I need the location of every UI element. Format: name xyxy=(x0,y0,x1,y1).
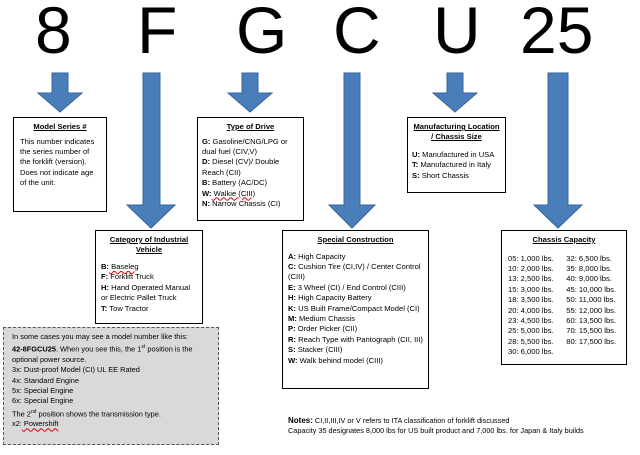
code-letter-series: 8 xyxy=(35,0,72,67)
arrow-location xyxy=(431,72,479,113)
special-cases-line: 3x: Dust-proof Model (CI) UL EE Rated xyxy=(12,365,140,375)
manufacturing-location-title: Manufacturing Location / Chassis Size xyxy=(413,122,500,141)
location-item: S: Short Chassis xyxy=(412,170,469,180)
special-cases-transmission: The 2nd position shows the transmission … xyxy=(12,408,161,419)
category-item: F: Forklift Truck xyxy=(101,272,154,282)
construction-item: A: High Capacity xyxy=(288,251,346,261)
notes: Notes: CI,II,III,IV or V refers to ITA c… xyxy=(288,416,638,436)
construction-item: K: US Built Frame/Compact Model (CI) xyxy=(288,303,420,313)
capacity-item: 70: 15,500 lbs. xyxy=(566,326,617,336)
notes-line-1: Notes: CI,II,III,IV or V refers to ITA c… xyxy=(288,416,510,425)
capacity-item: 10: 2,000 lbs. xyxy=(508,263,554,273)
construction-item: W: Walk behind model (CIII) xyxy=(288,355,383,365)
construction-item: M: Medium Chassis xyxy=(288,313,356,323)
special-cases-line: 5x: Special Engine xyxy=(12,385,74,395)
capacity-item: 25: 5,000 lbs. xyxy=(508,326,554,336)
category-box: Category of Industrial Vehicle B: Basele… xyxy=(95,230,203,324)
special-construction-title: Special Construction xyxy=(317,235,394,244)
special-cases-intro: In some cases you may see a model number… xyxy=(12,332,188,341)
capacity-item: 20: 4,000 lbs. xyxy=(508,305,554,315)
capacity-item: 15: 3,000 lbs. xyxy=(508,284,554,294)
type-of-drive-title: Type of Drive xyxy=(226,122,275,131)
capacity-column-left: 05: 1,000 lbs. 10: 2,000 lbs. 13: 2,500 … xyxy=(508,254,562,358)
location-item: T: Manufactured in Italy xyxy=(412,160,491,170)
code-letter-location: U xyxy=(433,0,481,67)
model-series-box: Model Series # This number indicates the… xyxy=(13,117,107,212)
capacity-item: 23: 4,500 lbs. xyxy=(508,315,554,325)
capacity-item: 30: 6,000 lbs. xyxy=(508,347,554,357)
code-letter-category: F xyxy=(137,0,178,67)
construction-item: S: Stacker (CIII) xyxy=(288,345,343,355)
model-series-text: This number indicates the series number … xyxy=(20,136,95,188)
capacity-item: 32: 6,500 lbs. xyxy=(566,253,612,263)
category-item: B: Baseleg xyxy=(101,262,139,271)
code-letter-drive: G xyxy=(236,0,288,67)
construction-item: H: High Capacity Battery xyxy=(288,293,372,303)
code-letter-construction: C xyxy=(333,0,381,67)
capacity-item: 28: 5,500 lbs. xyxy=(508,336,554,346)
capacity-item: 50: 11,000 lbs. xyxy=(566,295,616,305)
location-item: U: Manufactured in USA xyxy=(412,150,495,159)
drive-item: W: Walkie (CIII) xyxy=(202,188,256,198)
category-item: H: Hand Operated Manual or Electric Pall… xyxy=(101,282,191,303)
arrow-capacity xyxy=(532,72,584,229)
category-title: Category of Industrial Vehicle xyxy=(109,235,189,254)
code-letter-capacity: 25 xyxy=(520,0,594,67)
special-cases-line: 4x: Standard Engine xyxy=(12,375,79,385)
capacity-item: 13: 2,500 lbs. xyxy=(508,274,554,284)
capacity-item: 45: 10,000 lbs. xyxy=(566,284,617,294)
notes-line-2: Capacity 35 designates 8,000 lbs for US … xyxy=(288,426,584,435)
capacity-item: 40: 9,000 lbs. xyxy=(566,274,612,284)
chassis-capacity-box: Chassis Capacity 05: 1,000 lbs. 10: 2,00… xyxy=(501,230,627,365)
arrow-construction xyxy=(327,72,377,229)
capacity-item: 55: 12,000 lbs. xyxy=(566,305,617,315)
special-cases-box: In some cases you may see a model number… xyxy=(3,327,219,445)
manufacturing-location-box: Manufacturing Location / Chassis Size U:… xyxy=(407,117,506,193)
capacity-column-right: 32: 6,500 lbs. 35: 8,000 lbs. 40: 9,000 … xyxy=(566,254,620,358)
model-series-title: Model Series # xyxy=(33,122,87,131)
capacity-item: 35: 8,000 lbs. xyxy=(566,263,612,273)
category-item: T: Tow Tractor xyxy=(101,303,149,313)
construction-item: P: Order Picker (CII) xyxy=(288,324,358,334)
arrow-drive xyxy=(226,72,274,113)
capacity-item: 05: 1,000 lbs. xyxy=(508,253,554,263)
capacity-item: 80: 17,500 lbs. xyxy=(566,336,617,346)
drive-item: G: Gasoline/CNG/LPG or dual fuel (CIV,V) xyxy=(202,136,288,156)
arrow-category xyxy=(125,72,177,229)
drive-item: N: Narrow Chassis (CI) xyxy=(202,198,281,208)
special-cases-example: 42-8FGCU25. When you see this, the 1st p… xyxy=(12,344,193,365)
special-construction-box: Special Construction A: High Capacity C:… xyxy=(282,230,429,389)
type-of-drive-box: Type of Drive G: Gasoline/CNG/LPG or dua… xyxy=(197,117,304,221)
special-cases-last: x2: Powershift xyxy=(12,419,59,429)
chassis-capacity-title: Chassis Capacity xyxy=(532,235,596,244)
special-cases-line: 6x: Special Engine xyxy=(12,396,74,406)
construction-item: R: Reach Type with Pantograph (CII, III) xyxy=(288,334,423,344)
arrow-series xyxy=(36,72,84,113)
capacity-item: 18: 3,500 lbs. xyxy=(508,295,554,305)
drive-item: D: Diesel (CV)/ Double Reach (CII) xyxy=(202,157,280,177)
construction-item: E: 3 Wheel (CI) / End Control (CIII) xyxy=(288,282,406,292)
construction-item: C: Cushion Tire (CI,IV) / Center Control… xyxy=(288,261,421,282)
drive-item: B: Battery (AC/DC) xyxy=(202,178,267,188)
capacity-item: 60: 13,500 lbs. xyxy=(566,315,617,325)
